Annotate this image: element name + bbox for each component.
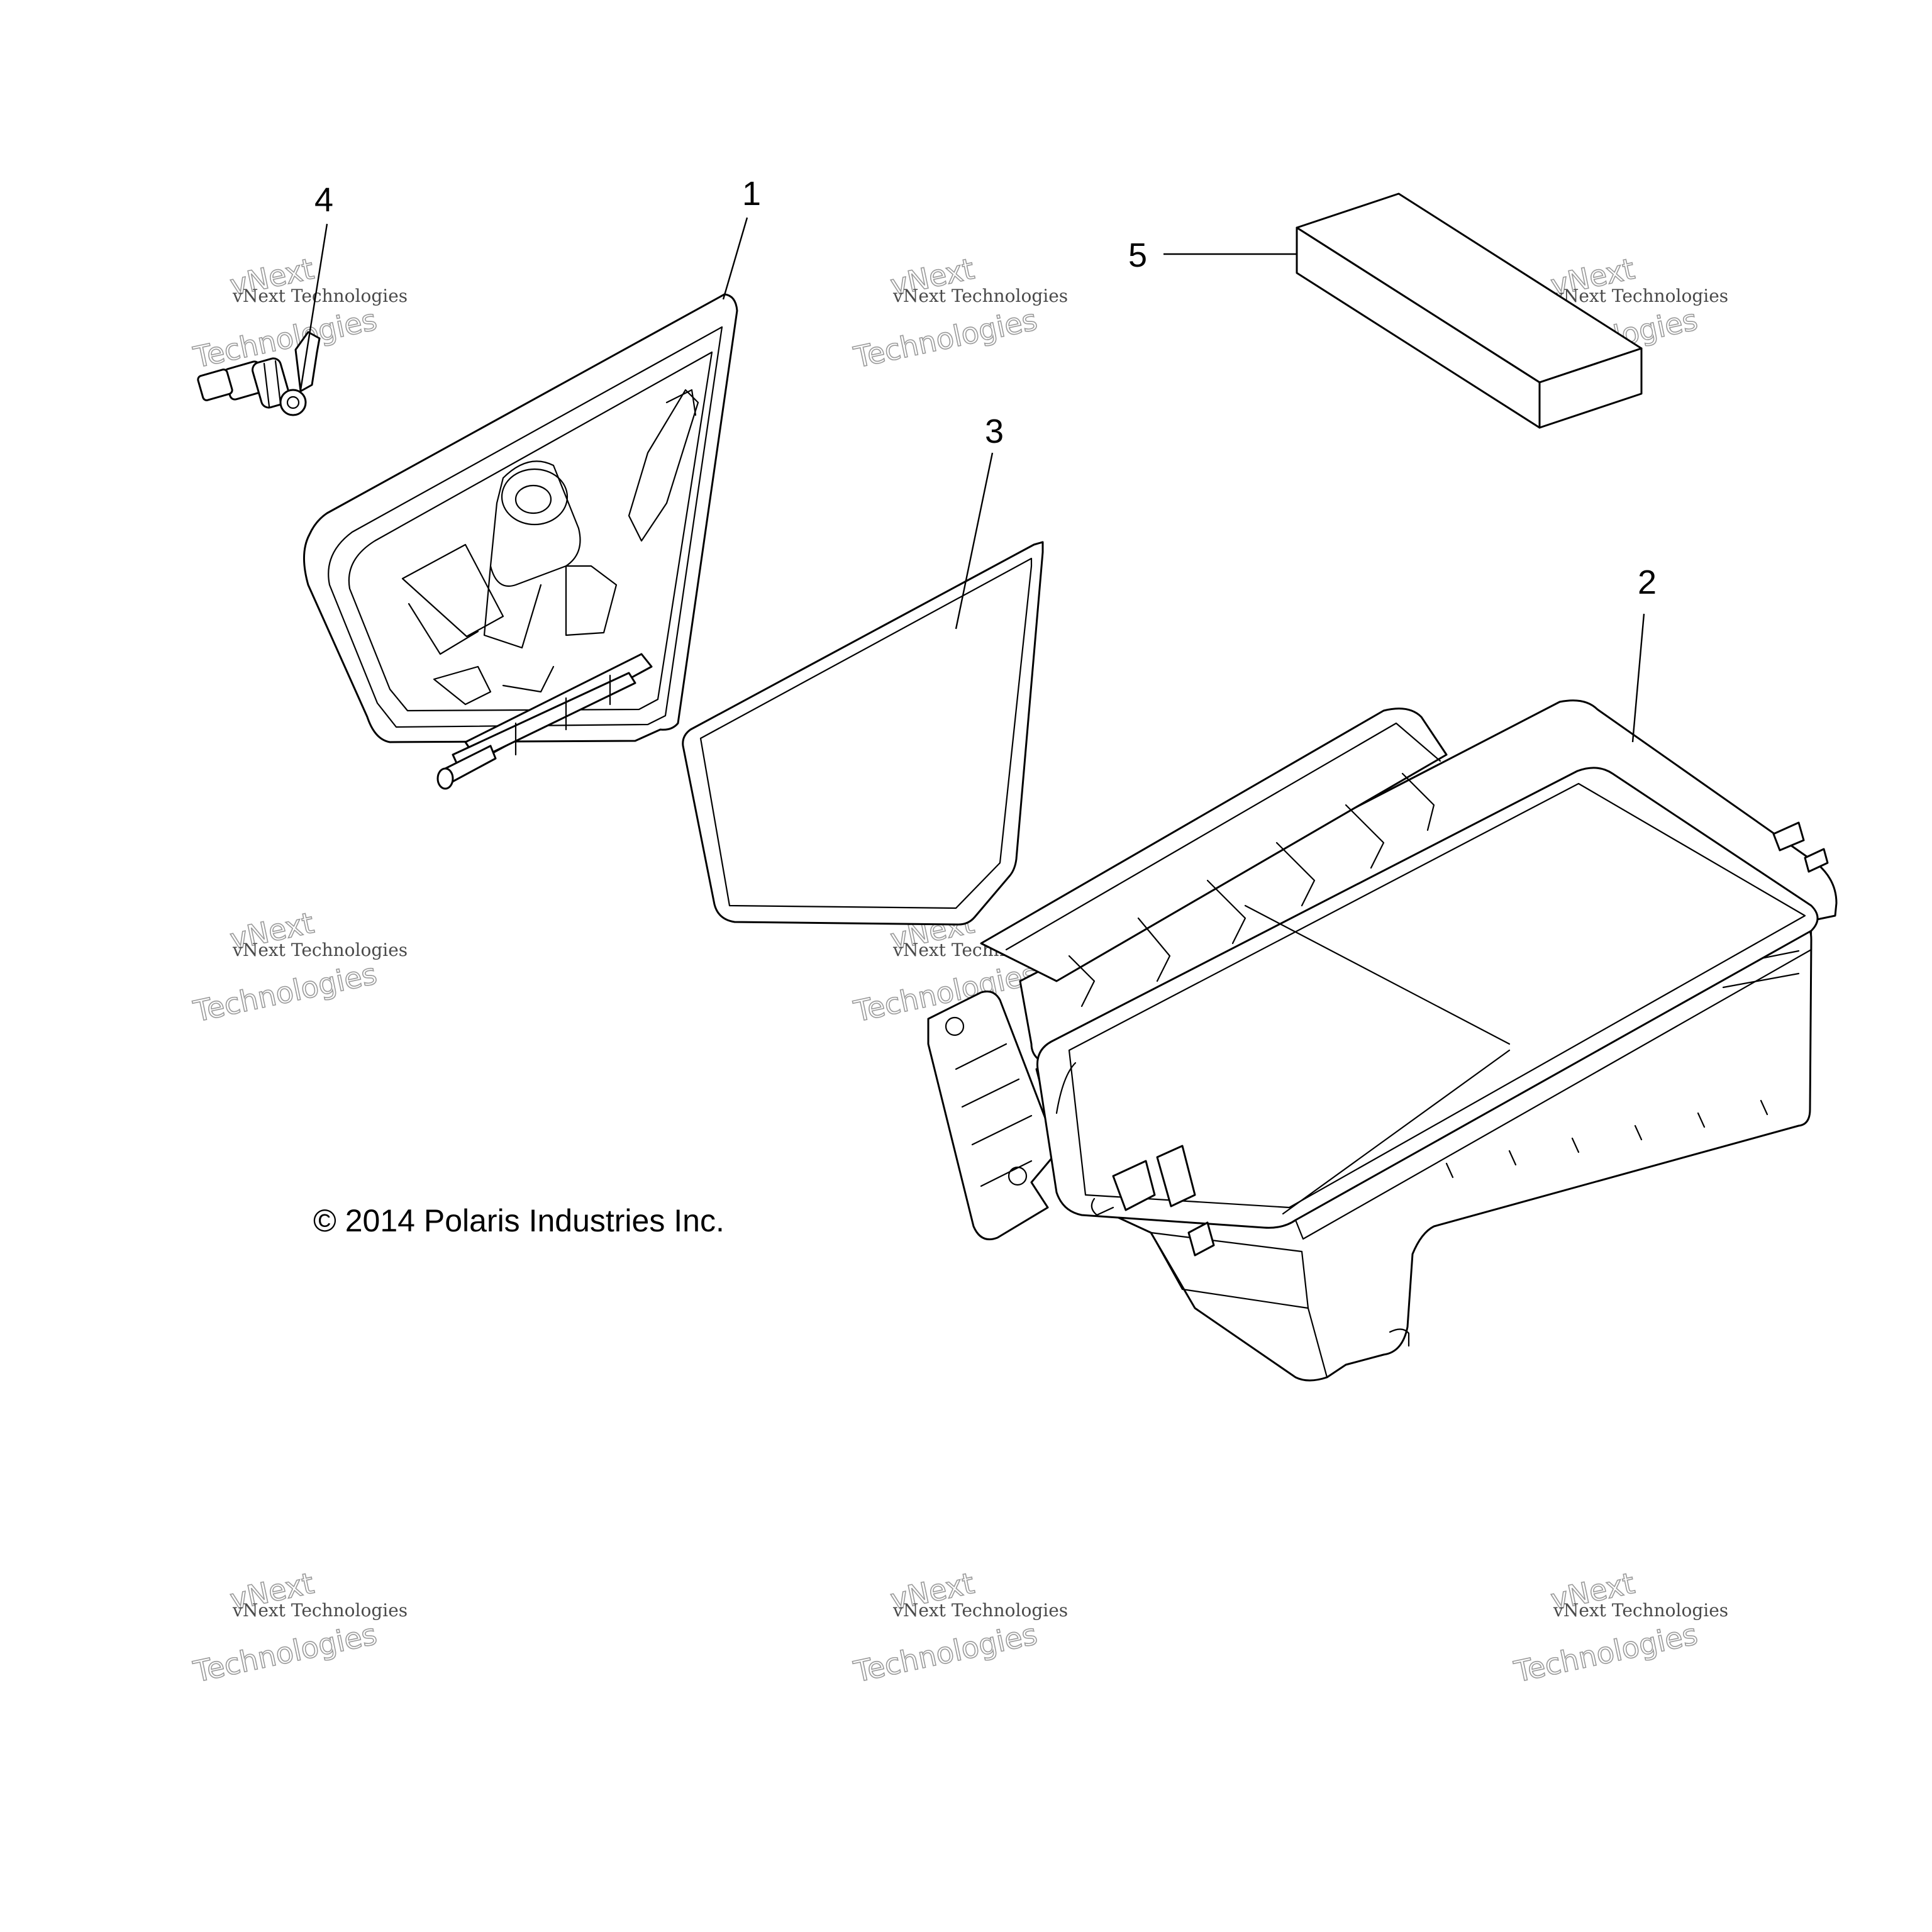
part-3-gasket <box>682 541 1044 926</box>
watermark-top-left: vNext Technologies <box>190 251 380 375</box>
part-2-storage-box <box>927 699 1838 1382</box>
part-5-foam-block <box>1296 192 1643 429</box>
watermark-bottom-right: vNext Technologies <box>1511 1565 1701 1689</box>
watermark-text-bottom-left: vNext Technologies <box>232 1600 408 1621</box>
watermark-top-center: vNext Technologies <box>850 251 1041 375</box>
svg-text:Technologies: Technologies <box>191 957 380 1028</box>
part-4-latch <box>197 331 321 416</box>
leader-line-1 <box>722 217 748 300</box>
leader-lines <box>299 217 1645 743</box>
svg-text:Technologies: Technologies <box>851 303 1040 374</box>
svg-text:Technologies: Technologies <box>851 1617 1040 1689</box>
callout-2: 2 <box>1638 564 1657 601</box>
callout-4: 4 <box>314 181 333 219</box>
watermark-text-top-center: vNext Technologies <box>892 286 1068 306</box>
leader-line-3 <box>955 452 994 630</box>
callout-5: 5 <box>1128 236 1147 274</box>
watermark-text-bottom-center: vNext Technologies <box>892 1600 1068 1621</box>
svg-text:Technologies: Technologies <box>191 1617 380 1689</box>
callout-3: 3 <box>985 413 1004 450</box>
watermark-text-top-left: vNext Technologies <box>232 286 408 306</box>
part-1-lid <box>303 293 738 790</box>
watermark-text-mid-left: vNext Technologies <box>232 940 408 960</box>
watermark-text-bottom-right: vNext Technologies <box>1553 1600 1728 1621</box>
leader-line-2 <box>1631 613 1645 743</box>
leader-line-4 <box>299 223 328 391</box>
watermark-text-top-right: vNext Technologies <box>1553 286 1728 306</box>
watermark-mid-left: vNext Technologies <box>190 905 380 1029</box>
callout-1: 1 <box>742 175 761 213</box>
watermark-bottom-center: vNext Technologies <box>850 1565 1041 1689</box>
watermark-bottom-left: vNext Technologies <box>190 1565 380 1689</box>
svg-text:Technologies: Technologies <box>191 303 380 374</box>
svg-text:Technologies: Technologies <box>1511 1617 1701 1689</box>
copyright-text: © 2014 Polaris Industries Inc. <box>313 1203 724 1238</box>
